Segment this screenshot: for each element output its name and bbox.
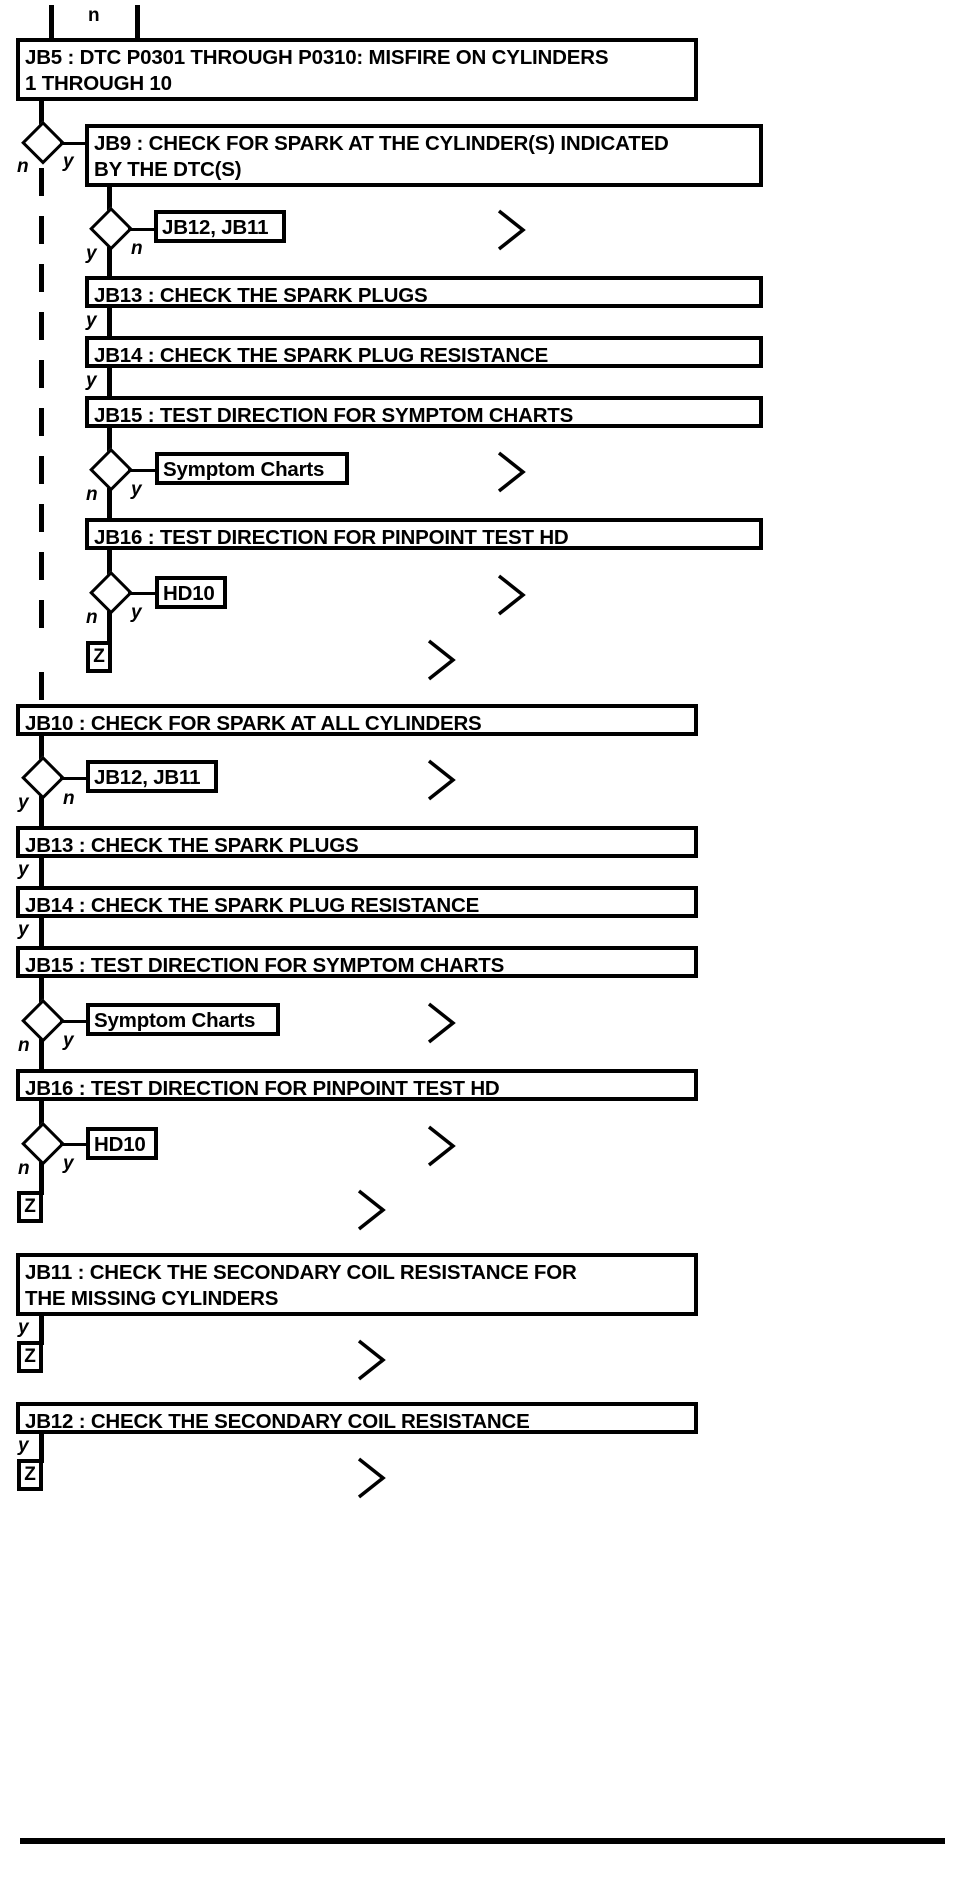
ref-hd10-b[interactable]: HD10 <box>86 1127 158 1160</box>
symptom-a-no-to-jb16-line <box>107 488 112 520</box>
jb5-no-path-dashed <box>39 168 44 640</box>
hd-b-no-to-terminator-line <box>39 1162 44 1195</box>
offpage-chevron-icon <box>427 1002 456 1044</box>
ref-jb12-jb11-b[interactable]: JB12, JB11 <box>86 760 218 793</box>
offpage-chevron-icon <box>357 1457 386 1499</box>
decision-symptom-b-no-label: n <box>18 1035 30 1056</box>
step-jb12[interactable]: JB12 : CHECK THE SECONDARY COIL RESISTAN… <box>16 1402 698 1434</box>
step-jb5[interactable]: JB5 : DTC P0301 THROUGH P0310: MISFIRE O… <box>16 38 698 101</box>
decision-symptom-b-yes-label: y <box>63 1030 74 1051</box>
jb13-b-out-line <box>39 858 44 886</box>
jb14-b-out-line <box>39 918 44 946</box>
decision-hd-b-yes-label: y <box>63 1153 74 1174</box>
offpage-chevron-icon <box>357 1189 386 1231</box>
decision-symptom-b-yes-branch <box>60 1020 88 1023</box>
jb14-a-out-line <box>107 368 112 396</box>
top-left-connector-line <box>49 5 54 38</box>
decision-hd-b[interactable] <box>20 1121 66 1167</box>
symptom-b-no-to-jb16-line <box>39 1039 44 1071</box>
decision-symptom-a-no-label: n <box>86 484 98 505</box>
step-jb14-b[interactable]: JB14 : CHECK THE SPARK PLUG RESISTANCE <box>16 886 698 918</box>
top-right-connector-line <box>135 5 140 38</box>
bottom-divider-rule <box>20 1838 945 1844</box>
ref-hd10-a[interactable]: HD10 <box>155 576 227 609</box>
decision-jb5-yes-branch <box>60 142 88 145</box>
decision-hd-a-yes-label: y <box>131 602 142 623</box>
step-jb15-b[interactable]: JB15 : TEST DIRECTION FOR SYMPTOM CHARTS <box>16 946 698 978</box>
offpage-chevron-icon <box>497 209 526 251</box>
jb12-out-line <box>39 1434 44 1463</box>
decision-jb10[interactable] <box>20 755 66 801</box>
step-jb13-b[interactable]: JB13 : CHECK THE SPARK PLUGS <box>16 826 698 858</box>
step-jb13-a[interactable]: JB13 : CHECK THE SPARK PLUGS <box>85 276 763 308</box>
decision-hd-b-no-label: n <box>18 1158 30 1179</box>
decision-jb5-no-label: n <box>17 156 29 177</box>
offpage-chevron-icon <box>357 1339 386 1381</box>
decision-jb10-yes-label: y <box>18 792 29 813</box>
offpage-chevron-icon <box>427 1125 456 1167</box>
jb11-yes-label: y <box>18 1317 29 1338</box>
decision-symptom-a-yes-branch <box>128 469 156 472</box>
jb11-out-line <box>39 1316 44 1345</box>
jb14-b-yes-label: y <box>18 919 29 940</box>
jb12-yes-label: y <box>18 1435 29 1456</box>
decision-jb9-yes-label: y <box>86 243 97 264</box>
step-jb14-a[interactable]: JB14 : CHECK THE SPARK PLUG RESISTANCE <box>85 336 763 368</box>
offpage-chevron-icon <box>497 574 526 616</box>
step-jb10[interactable]: JB10 : CHECK FOR SPARK AT ALL CYLINDERS <box>16 704 698 736</box>
decision-hd-b-yes-branch <box>60 1143 88 1146</box>
decision-hd-a-no-label: n <box>86 607 98 628</box>
step-jb15-a[interactable]: JB15 : TEST DIRECTION FOR SYMPTOM CHARTS <box>85 396 763 428</box>
decision-hd-a-yes-branch <box>128 592 156 595</box>
decision-jb9-no-branch <box>128 228 156 231</box>
terminator-d[interactable]: Z <box>17 1459 43 1491</box>
step-jb16-b[interactable]: JB16 : TEST DIRECTION FOR PINPOINT TEST … <box>16 1069 698 1101</box>
jb10-to-decision-line <box>39 736 44 763</box>
jb13-a-yes-label: y <box>86 310 97 331</box>
jb16-a-to-decision-line <box>107 550 112 577</box>
step-jb16-a[interactable]: JB16 : TEST DIRECTION FOR PINPOINT TEST … <box>85 518 763 550</box>
decision-symptom-b[interactable] <box>20 998 66 1044</box>
jb14-a-yes-label: y <box>86 370 97 391</box>
decision-jb9[interactable] <box>88 206 134 252</box>
jb10-yes-to-jb13-line <box>39 796 44 827</box>
decision-symptom-a-yes-label: y <box>131 479 142 500</box>
decision-jb10-no-branch <box>60 777 88 780</box>
offpage-chevron-icon <box>427 639 456 681</box>
top-connector-no-label: n <box>88 5 100 26</box>
ref-jb12-jb11-a[interactable]: JB12, JB11 <box>154 210 286 243</box>
terminator-b[interactable]: Z <box>17 1191 43 1223</box>
offpage-chevron-icon <box>497 451 526 493</box>
offpage-chevron-icon <box>427 759 456 801</box>
terminator-c[interactable]: Z <box>17 1341 43 1373</box>
decision-jb5-yes-label: y <box>63 151 74 172</box>
jb16-b-to-decision-line <box>39 1101 44 1128</box>
decision-jb5[interactable] <box>20 120 66 166</box>
decision-hd-a[interactable] <box>88 570 134 616</box>
jb9-yes-to-jb13-line <box>107 247 112 278</box>
decision-jb10-no-label: n <box>63 788 75 809</box>
decision-symptom-a[interactable] <box>88 447 134 493</box>
jb15-a-to-decision-line <box>107 428 112 455</box>
jb15-b-to-decision-line <box>39 978 44 1005</box>
jb9-to-decision-line <box>107 187 112 214</box>
decision-jb9-no-label: n <box>131 238 143 259</box>
hd-a-no-to-terminator-line <box>107 611 112 644</box>
ref-symptom-charts-b[interactable]: Symptom Charts <box>86 1003 280 1036</box>
jb5-to-decision-line <box>39 101 44 128</box>
ref-symptom-charts-a[interactable]: Symptom Charts <box>155 452 349 485</box>
step-jb9[interactable]: JB9 : CHECK FOR SPARK AT THE CYLINDER(S)… <box>85 124 763 187</box>
step-jb11[interactable]: JB11 : CHECK THE SECONDARY COIL RESISTAN… <box>16 1253 698 1316</box>
jb13-b-yes-label: y <box>18 859 29 880</box>
jb13-a-out-line <box>107 308 112 336</box>
terminator-a[interactable]: Z <box>86 641 112 673</box>
jb5-no-path-dashed-lower <box>39 672 44 720</box>
